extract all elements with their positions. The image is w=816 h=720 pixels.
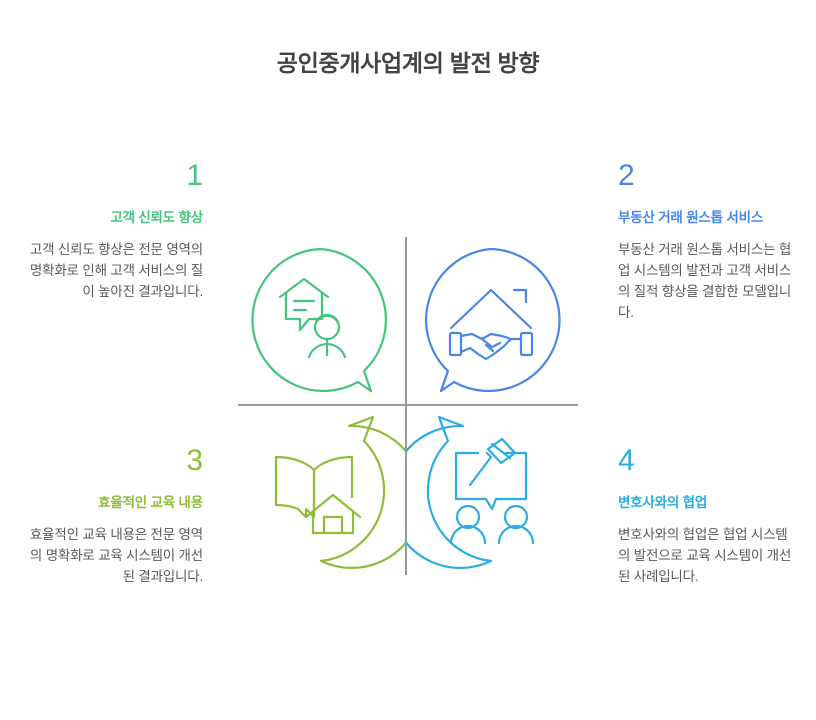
quadrant-heading-2: 부동산 거래 원스톱 서비스 xyxy=(618,210,764,225)
divider-horizontal xyxy=(238,404,578,406)
icon-cell-2[interactable] xyxy=(406,235,576,405)
speech-bubble-house-handshake-icon xyxy=(425,247,561,393)
quadrant-number-4: 4 xyxy=(618,444,635,477)
speech-bubble-gavel-two-people-icon xyxy=(406,415,535,569)
speech-bubble-book-house-icon xyxy=(274,415,406,569)
quadrant-text-2: 2 부동산 거래 원스톱 서비스 부동산 거래 원스톱 서비스는 협업 시스템의… xyxy=(618,158,793,323)
quadrant-heading-1: 고객 신뢰도 향상 xyxy=(110,210,203,225)
page-title: 공인중개사업계의 발전 방향 xyxy=(276,50,540,76)
quadrant-body-4: 변호사와의 협업은 협업 시스템의 발전으로 교육 시스템이 개선된 사례입니다… xyxy=(618,527,792,584)
quadrant-text-1: 1 고객 신뢰도 향상 고객 신뢰도 향상은 전문 영역의 명확화로 인해 고객… xyxy=(28,158,203,302)
divider-vertical xyxy=(405,237,407,575)
quadrant-text-4: 4 변호사와의 협업 변호사와의 협업은 협업 시스템의 발전으로 교육 시스템… xyxy=(618,443,793,587)
quadrant-number-3: 3 xyxy=(186,444,203,477)
quadrant-diagram xyxy=(236,235,578,575)
icon-cell-4[interactable] xyxy=(406,405,576,575)
quadrant-body-2: 부동산 거래 원스톱 서비스는 협업 시스템의 발전과 고객 서비스의 질적 향… xyxy=(618,242,792,320)
quadrant-body-1: 고객 신뢰도 향상은 전문 영역의 명확화로 인해 고객 서비스의 질이 높아진… xyxy=(29,242,203,299)
icon-cell-1[interactable] xyxy=(236,235,406,405)
icon-cell-3[interactable] xyxy=(236,405,406,575)
quadrant-heading-3: 효율적인 교육 내용 xyxy=(98,495,203,510)
quadrant-body-3: 효율적인 교육 내용은 전문 영역의 명확화로 교육 시스템이 개선된 결과입니… xyxy=(29,527,203,584)
quadrant-number-2: 2 xyxy=(618,159,635,192)
quadrant-text-3: 3 효율적인 교육 내용 효율적인 교육 내용은 전문 영역의 명확화로 교육 … xyxy=(28,443,203,587)
speech-bubble-house-chat-person-icon xyxy=(251,247,387,393)
quadrant-number-1: 1 xyxy=(186,159,203,192)
quadrant-heading-4: 변호사와의 협업 xyxy=(618,495,708,510)
